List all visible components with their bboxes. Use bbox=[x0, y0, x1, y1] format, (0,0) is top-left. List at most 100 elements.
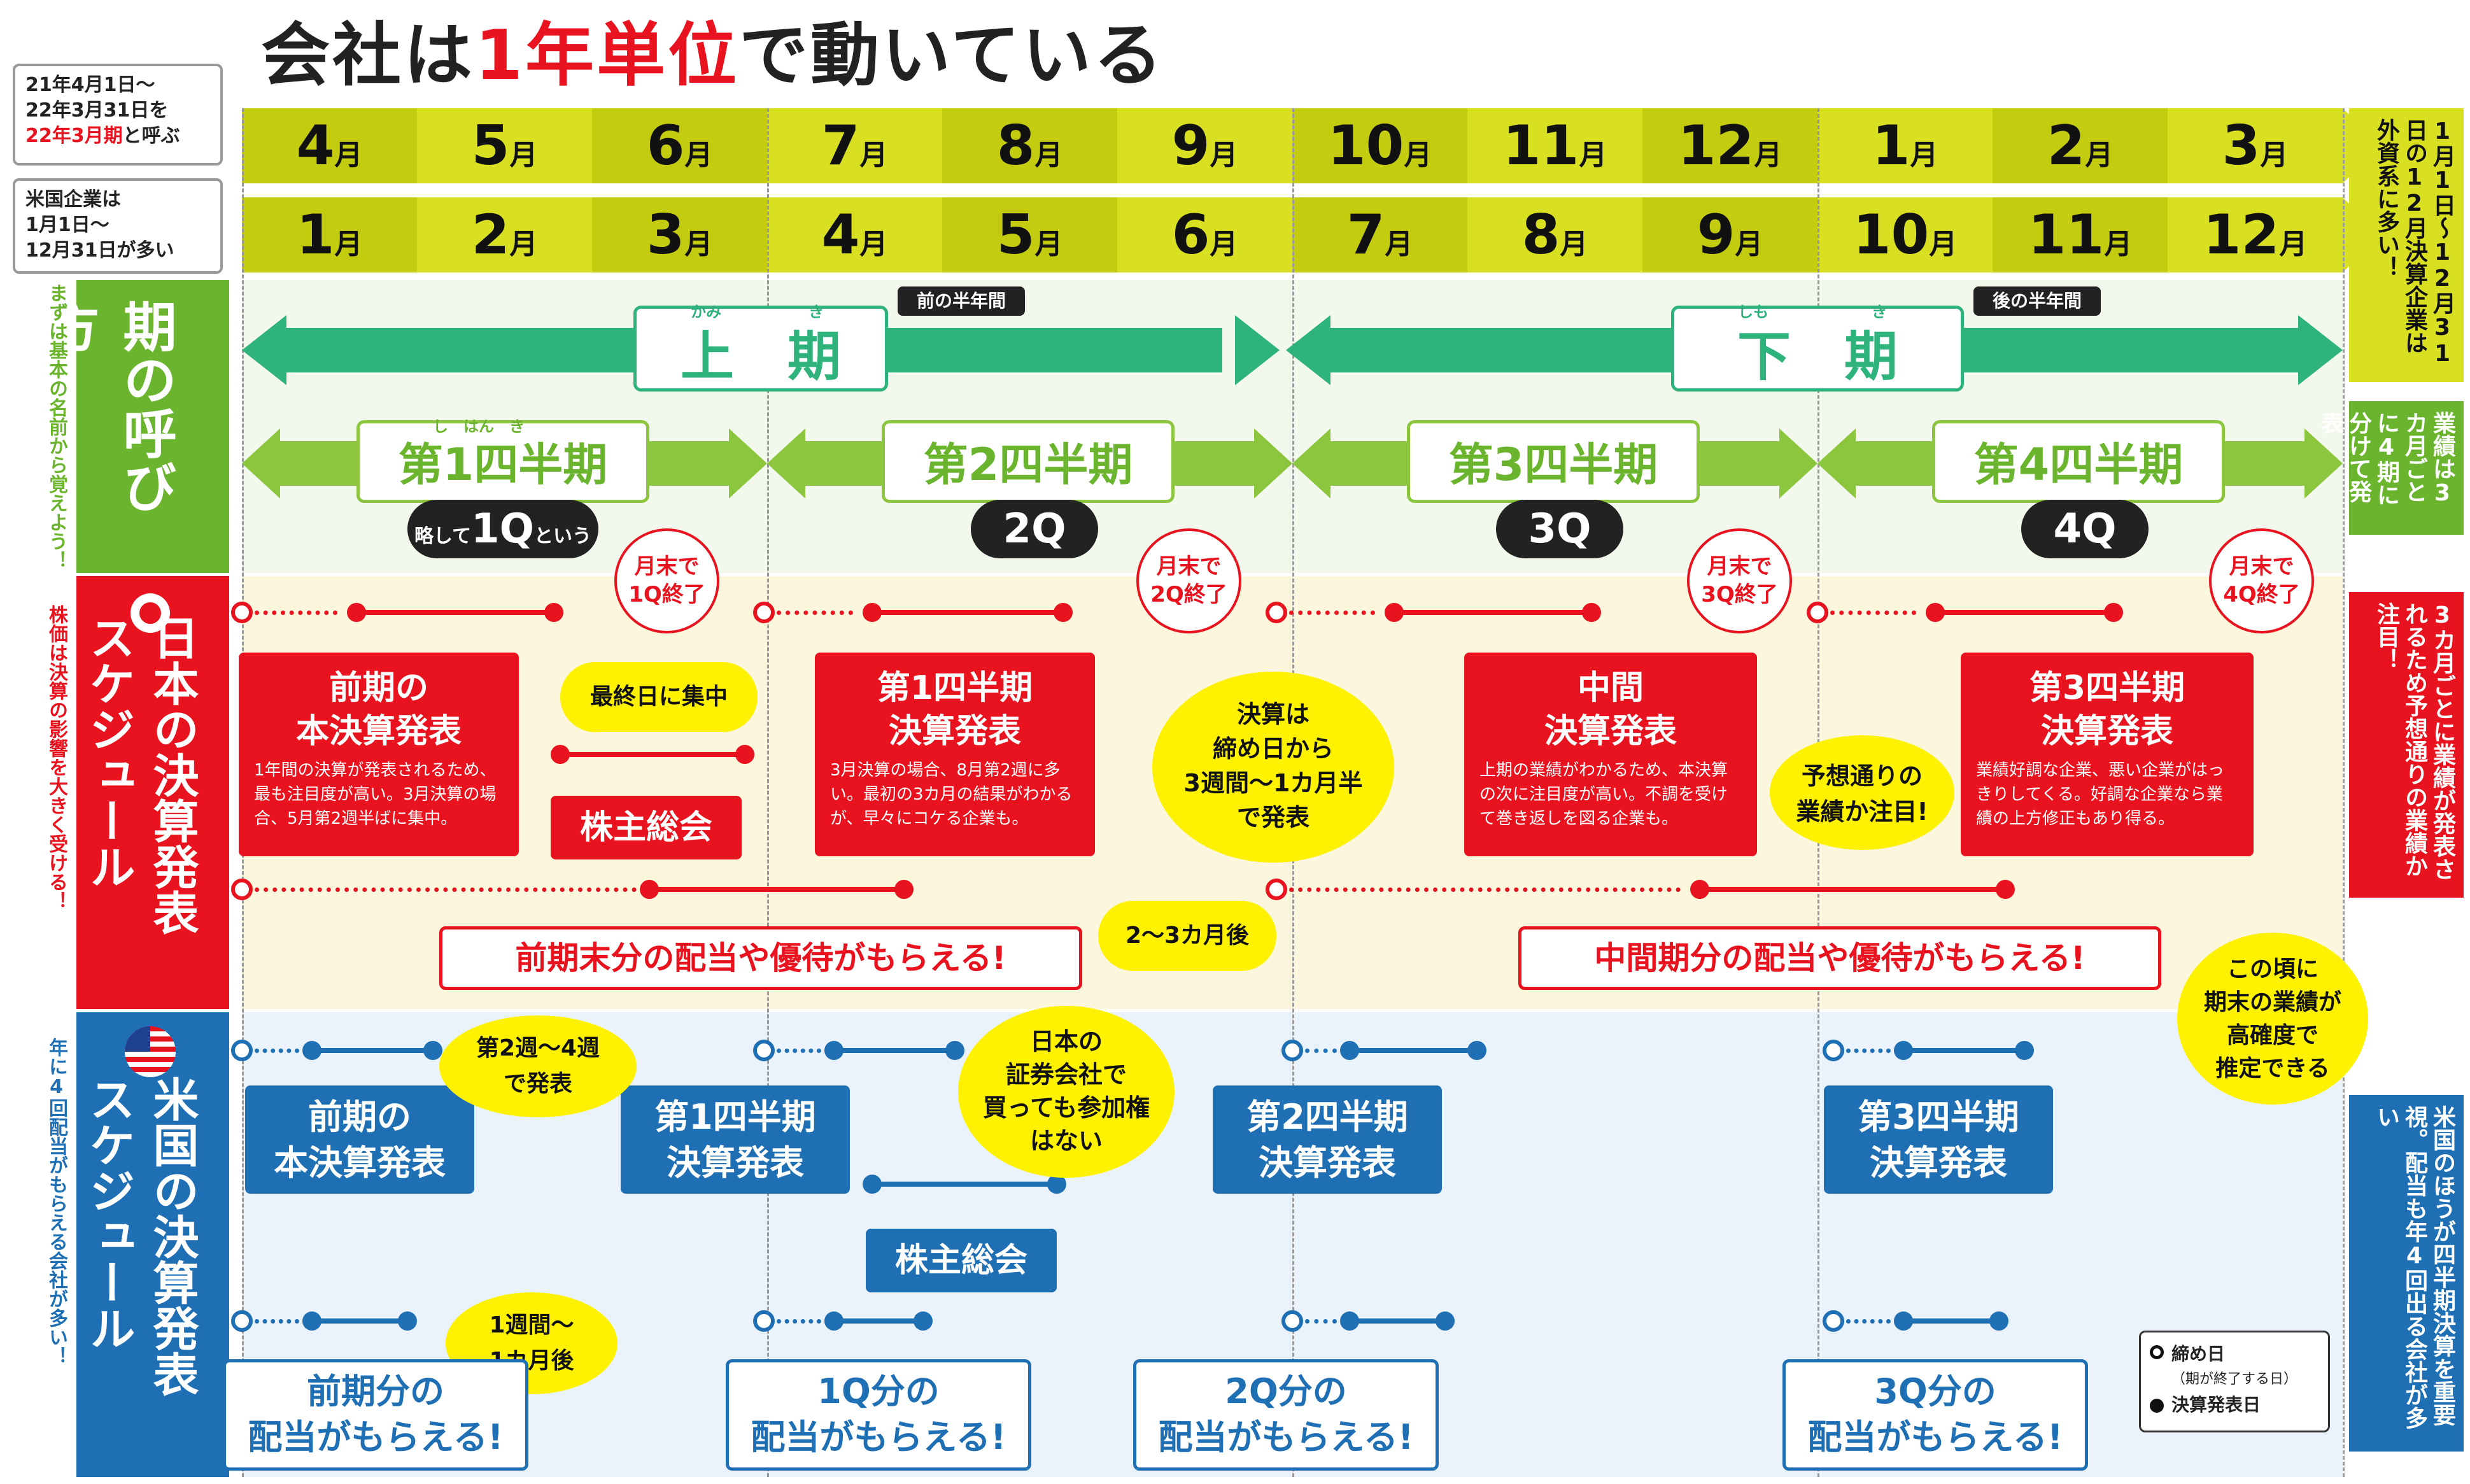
month-unit: 月 bbox=[1910, 139, 1938, 171]
closing-date-marker bbox=[231, 602, 253, 623]
jp-event-annual: 前期の 本決算発表 1年間の決算が発表されるため、最も注目度が高い。3月決算の場… bbox=[239, 653, 519, 856]
quarter-end-line2: 2Q終了 bbox=[1150, 582, 1227, 607]
closing-date-marker bbox=[753, 1040, 775, 1061]
second-half-arrow-right bbox=[2298, 315, 2343, 385]
timeline-line bbox=[649, 887, 904, 892]
timeline-dash bbox=[255, 1049, 299, 1053]
quarter-end-line1: 月末で bbox=[2229, 554, 2294, 579]
expected-bubble: 予想通りの業績か注目! bbox=[1770, 735, 1954, 850]
quarter-end-line1: 月末で bbox=[1707, 554, 1772, 579]
announce-date-marker bbox=[945, 1041, 964, 1060]
dividend-prev-box: 前期末分の配当や優待がもらえる! bbox=[439, 926, 1082, 990]
right-note-4: 米国のほうが四半期決算を重要視。配当も年4回出る会社が多い bbox=[2349, 1095, 2464, 1452]
dividend-interim-box: 中間期分の配当や優待がもらえる! bbox=[1518, 926, 2161, 990]
us-schedule-label: 米国の決算発表スケジュール bbox=[76, 1012, 229, 1477]
month-unit: 月 bbox=[1385, 228, 1413, 260]
closing-date-marker bbox=[1281, 1310, 1303, 1332]
quarter-label-3: 第3四半期 bbox=[1407, 420, 1700, 503]
timeline-line bbox=[1394, 610, 1591, 615]
first-half-tag: 前の半年間 bbox=[898, 286, 1025, 316]
timeline-dash bbox=[1846, 1049, 1891, 1053]
quarter-ruby: し はん き bbox=[433, 418, 525, 435]
pill-suffix: という bbox=[534, 525, 592, 548]
month-number: 8 bbox=[996, 114, 1035, 178]
closing-date-marker bbox=[1266, 879, 1287, 900]
us-month-5: 5月 bbox=[942, 197, 1117, 272]
jp-month-8: 11月 bbox=[1467, 108, 1642, 183]
jp-month-1: 4月 bbox=[242, 108, 417, 183]
month-unit: 月 bbox=[1210, 139, 1238, 171]
us-month-7: 7月 bbox=[1292, 197, 1467, 272]
us-month-9: 9月 bbox=[1642, 197, 1817, 272]
month-unit: 月 bbox=[684, 228, 713, 260]
jp-event-q1: 第1四半期 決算発表 3月決算の場合、8月第2週に多い。最初の3カ月の結果がわか… bbox=[815, 653, 1095, 856]
closing-date-marker bbox=[1807, 602, 1828, 623]
month-number: 1 bbox=[296, 203, 335, 267]
jp-month-3: 6月 bbox=[592, 108, 767, 183]
month-unit: 月 bbox=[1754, 139, 1782, 171]
us-month-3: 3月 bbox=[592, 197, 767, 272]
quarter-arrow-right bbox=[729, 428, 767, 498]
announce-date-marker bbox=[894, 880, 914, 899]
timeline-dash bbox=[1305, 1319, 1337, 1324]
month-unit: 月 bbox=[509, 139, 538, 171]
quarter-end-circle-1: 月末で 1Q終了 bbox=[614, 528, 719, 633]
announce-date-marker bbox=[735, 745, 754, 764]
announce-date-marker bbox=[1047, 1175, 1066, 1194]
month-number: 9 bbox=[1697, 203, 1735, 267]
us-dividend-prev: 前期分の配当がもらえる! bbox=[223, 1359, 528, 1471]
announce-date-marker bbox=[1996, 880, 2015, 899]
closing-date-marker bbox=[231, 1310, 253, 1332]
closing-date-marker bbox=[1823, 1310, 1844, 1332]
right-note-2: 業績は3カ月ごとに4期に分けて発表 bbox=[2317, 401, 2464, 535]
month-unit: 月 bbox=[334, 139, 363, 171]
jp-left-note: 株価は決算の影響を大きく受ける！ bbox=[45, 605, 67, 910]
month-unit: 月 bbox=[1735, 228, 1763, 260]
dot-icon bbox=[2150, 1399, 2164, 1413]
timeline-dash bbox=[1289, 887, 1681, 892]
month-number: 7 bbox=[1346, 203, 1385, 267]
month-unit: 月 bbox=[859, 228, 888, 260]
second-half-label: しもき下 期 bbox=[1671, 303, 1964, 392]
us-month-6: 6月 bbox=[1117, 197, 1292, 272]
timeline-line bbox=[1935, 610, 2114, 615]
quarter-end-line1: 月末で bbox=[634, 554, 700, 579]
last-day-bubble: 最終日に集中 bbox=[560, 662, 758, 732]
closing-date-marker bbox=[1281, 1040, 1303, 1061]
announce-date-marker bbox=[1582, 603, 1601, 622]
quarter-arrow-right bbox=[2304, 428, 2343, 498]
timeline-dash bbox=[777, 1319, 821, 1324]
us-agm-box: 株主総会 bbox=[866, 1229, 1057, 1292]
jp-month-6: 9月 bbox=[1117, 108, 1292, 183]
jp-month-5: 8月 bbox=[942, 108, 1117, 183]
us-dividend-q2: 2Q分の配当がもらえる! bbox=[1133, 1359, 1439, 1471]
us-dividend-q1: 1Q分の配当がもらえる! bbox=[726, 1359, 1031, 1471]
us-month-2: 2月 bbox=[417, 197, 592, 272]
quarter-arrow-left bbox=[242, 428, 280, 498]
month-number: 2 bbox=[471, 203, 510, 267]
timeline-dash bbox=[255, 1319, 299, 1324]
month-number: 7 bbox=[821, 114, 860, 178]
month-unit: 月 bbox=[1210, 228, 1238, 260]
closing-date-marker bbox=[231, 879, 253, 900]
month-unit: 月 bbox=[1560, 228, 1588, 260]
period-names-label: 期の呼び方 bbox=[38, 280, 229, 573]
jp-month-9: 12月 bbox=[1642, 108, 1817, 183]
us-month-12: 12月 bbox=[2168, 197, 2343, 272]
timeline-line bbox=[834, 1048, 955, 1053]
timeline-dash bbox=[255, 611, 337, 615]
closing-date-marker bbox=[753, 1310, 775, 1332]
quarter-label-1: 第1四半期 bbox=[356, 420, 649, 503]
timeline-dash bbox=[777, 1049, 821, 1053]
announce-date-marker bbox=[544, 603, 563, 622]
timeline-line bbox=[312, 1048, 433, 1053]
month-number: 6 bbox=[1171, 203, 1210, 267]
after-bubble: 2～3カ月後 bbox=[1098, 901, 1276, 971]
quarter-end-line2: 1Q終了 bbox=[628, 582, 705, 607]
us-month-11: 11月 bbox=[1993, 197, 2168, 272]
us-event-q3: 第3四半期決算発表 bbox=[1824, 1085, 2053, 1194]
